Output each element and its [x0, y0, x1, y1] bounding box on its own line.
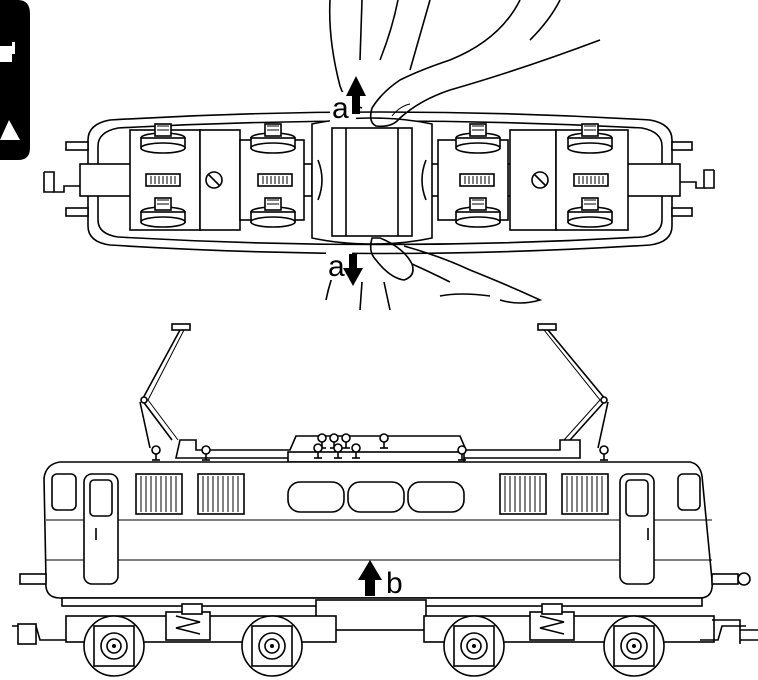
- label-a-bottom: a: [328, 250, 345, 283]
- page-tab-icon: [0, 0, 30, 160]
- pantograph-right: [537, 323, 609, 449]
- hand-top: [328, 0, 601, 128]
- pantograph-left: [139, 323, 191, 449]
- up-arrow-icon: [358, 560, 382, 596]
- locomotive-underside-view: [43, 111, 715, 255]
- down-arrow-icon: [343, 254, 363, 286]
- locomotive-side-view: [12, 323, 758, 677]
- up-arrow-icon: [346, 76, 366, 114]
- hand-bottom: [325, 237, 543, 311]
- label-b: b: [386, 567, 403, 600]
- label-a-top: a: [332, 92, 349, 125]
